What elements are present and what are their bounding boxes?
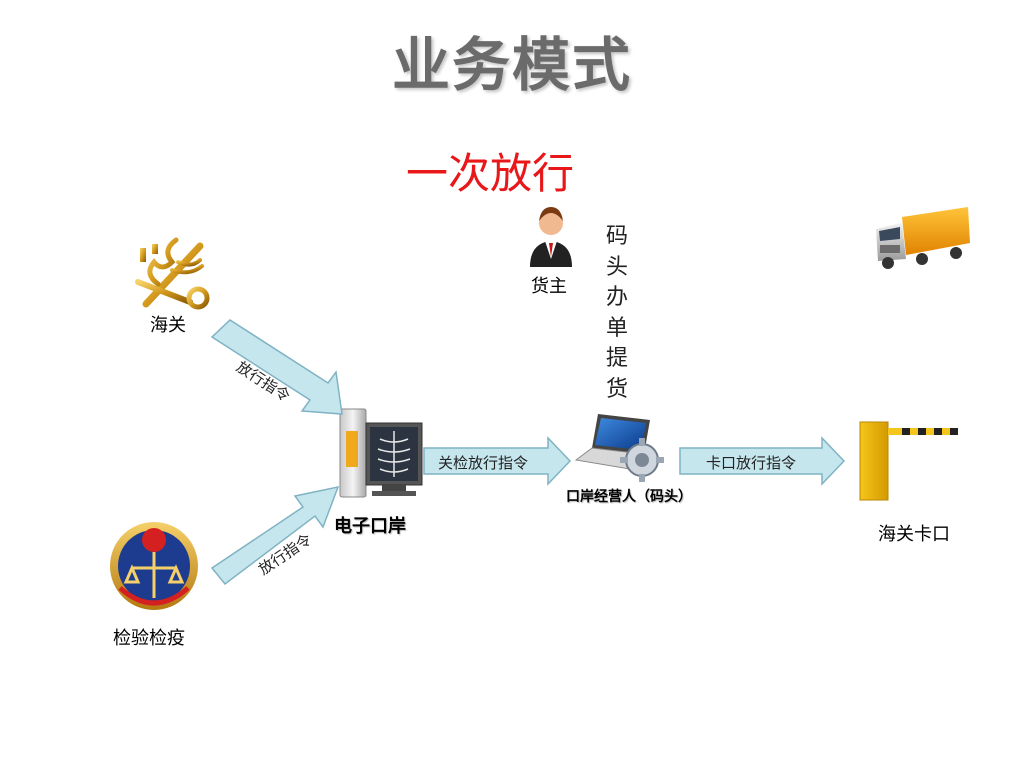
cargo-owner-label: 货主 bbox=[531, 276, 567, 297]
page-subtitle: 一次放行 bbox=[405, 149, 574, 198]
joint-release-text: 关检放行指令 bbox=[438, 454, 529, 472]
inspection-emblem-icon bbox=[110, 522, 198, 610]
customs-gate-label: 海关卡口 bbox=[878, 524, 950, 545]
customs-gate-barrier-icon bbox=[859, 421, 958, 501]
customs-emblem-icon bbox=[135, 237, 210, 310]
truck-icon bbox=[876, 207, 970, 269]
page-title: 业务模式 bbox=[391, 31, 632, 99]
gate-release-text: 卡口放行指令 bbox=[706, 454, 797, 472]
eport-computer-icon bbox=[339, 408, 423, 498]
inspection-label: 检验检疫 bbox=[113, 628, 185, 649]
customs-label: 海关 bbox=[150, 315, 186, 336]
eport-label: 电子口岸 bbox=[334, 516, 406, 537]
port-operator-label: 口岸经营人（码头） bbox=[566, 489, 692, 505]
port-operator-laptop-icon bbox=[574, 414, 664, 482]
dock-pickup-note: 码头办单提货 bbox=[605, 224, 628, 402]
cargo-owner-person-icon bbox=[530, 207, 572, 267]
